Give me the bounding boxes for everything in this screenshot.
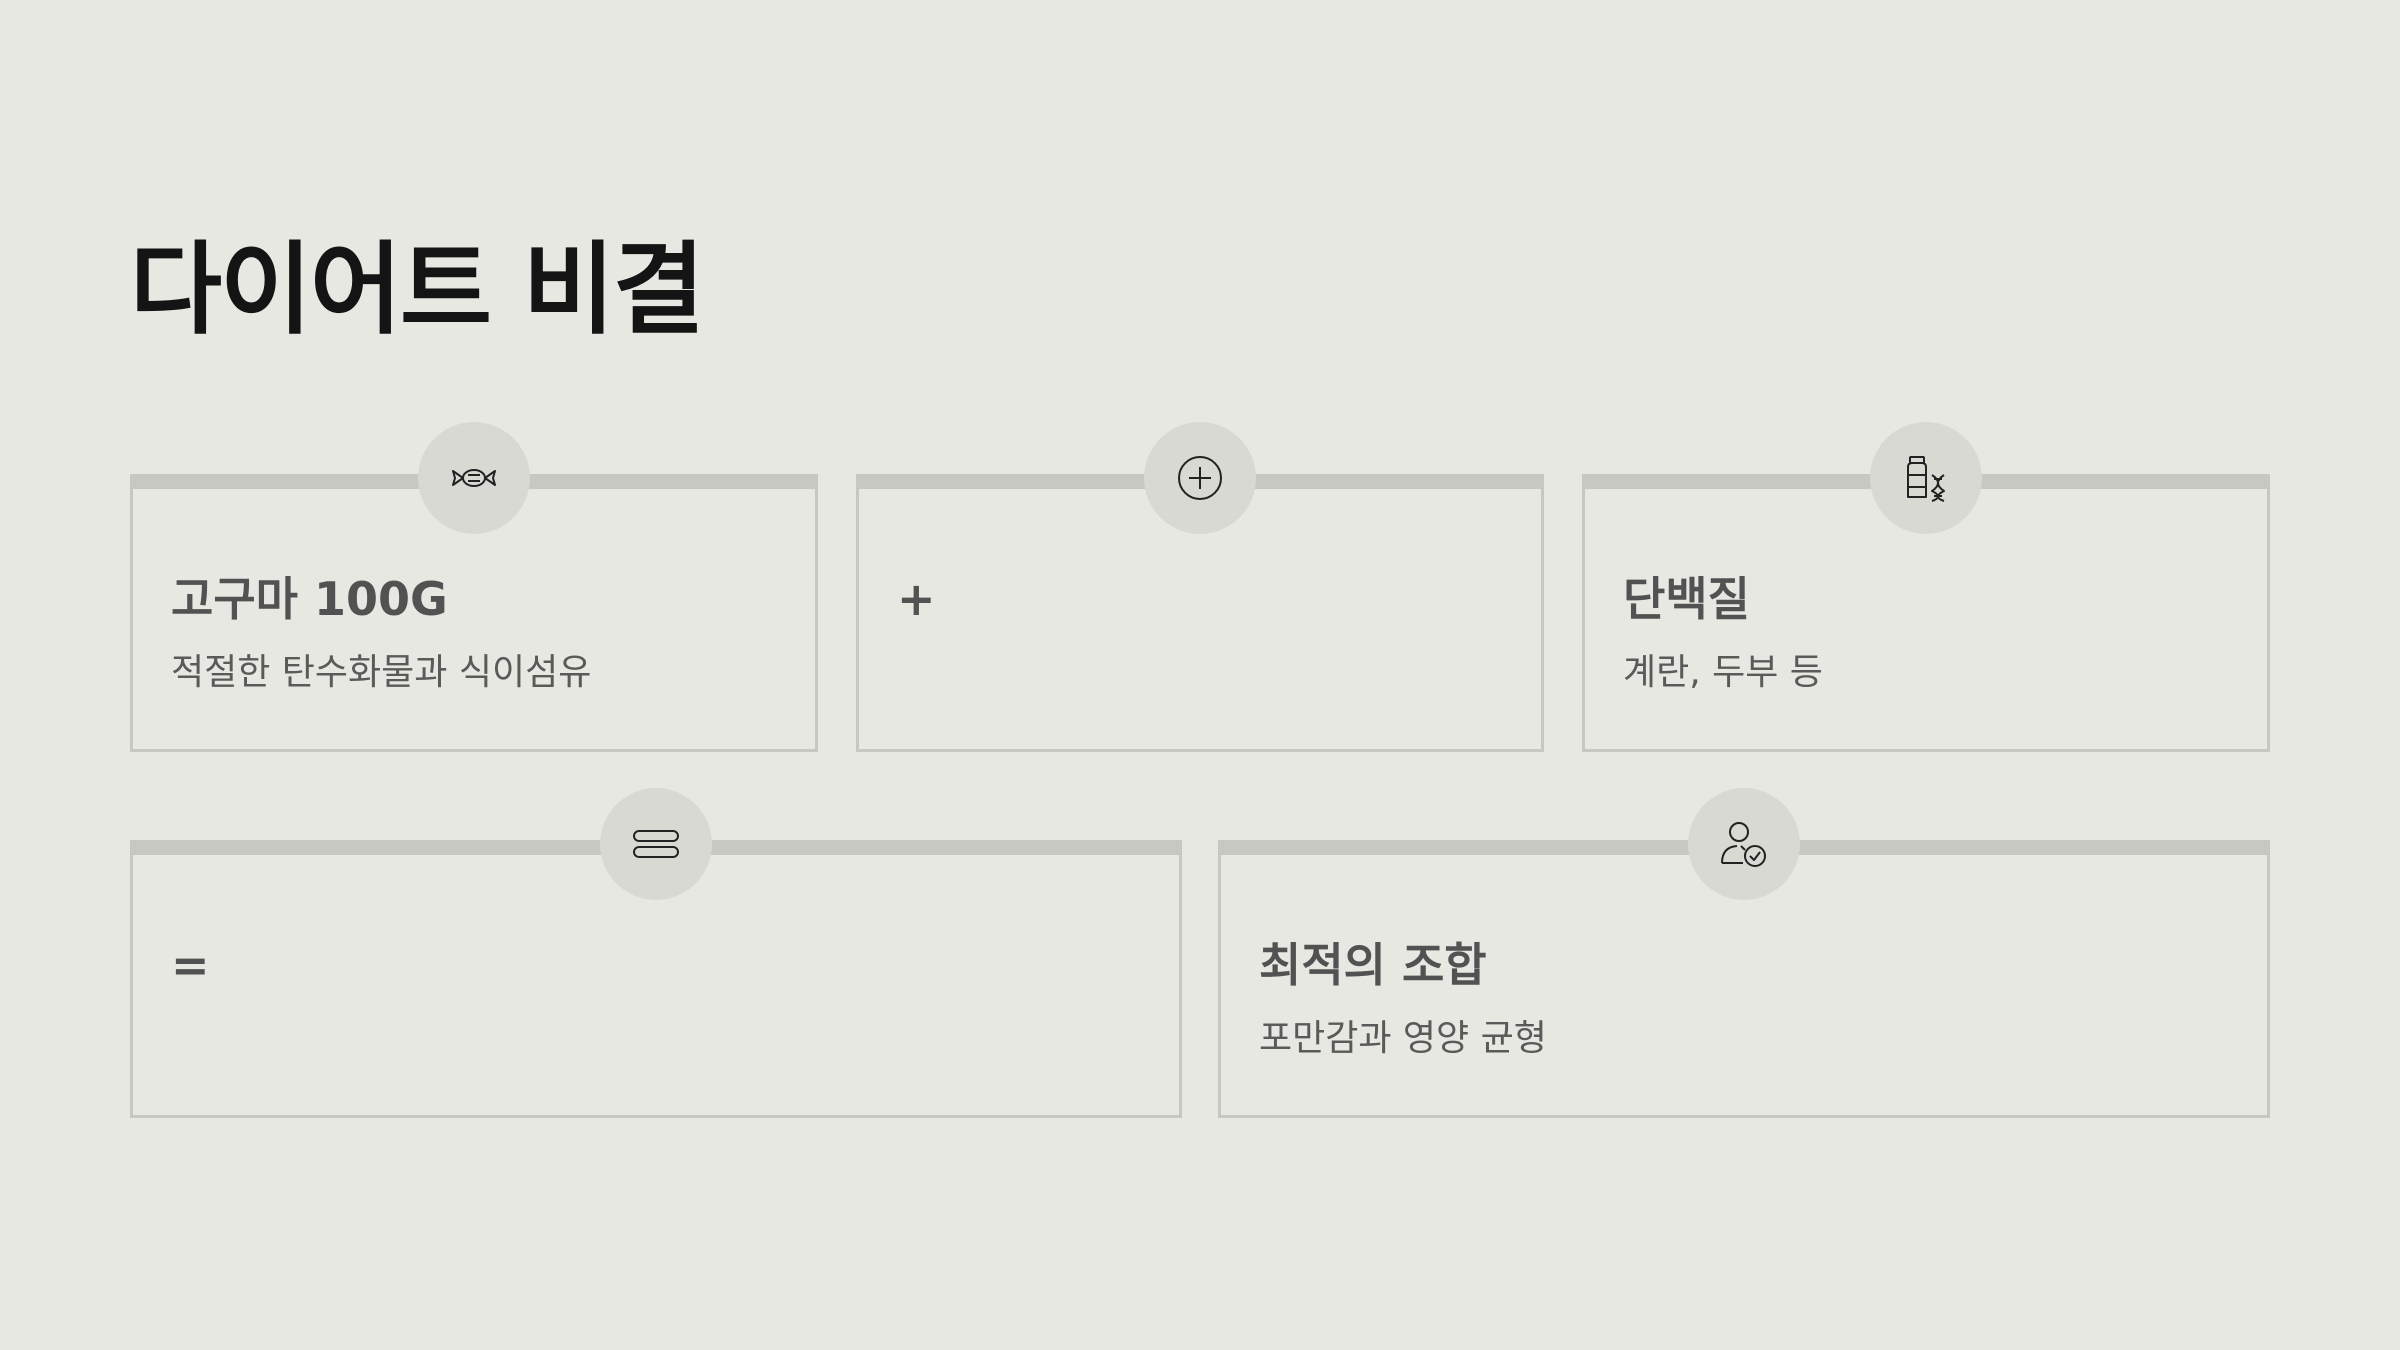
page-title: 다이어트 비결	[130, 231, 705, 348]
user-check-icon	[1721, 822, 1766, 867]
card-heading: 고구마 100G	[171, 572, 448, 626]
user-check-icon-badge	[1688, 788, 1800, 900]
card-heading: +	[897, 572, 936, 626]
supplement-dna-icon-badge	[1870, 422, 1982, 534]
candy-icon	[452, 469, 496, 487]
plus-circle-icon	[1178, 456, 1222, 500]
candy-icon-badge	[418, 422, 530, 534]
card-heading: =	[171, 938, 210, 992]
supplement-dna-icon	[1907, 456, 1945, 502]
equals-icon	[633, 830, 679, 858]
plus-circle-icon-badge	[1144, 422, 1256, 534]
card-heading: 최적의 조합	[1259, 938, 1487, 992]
equals-icon-badge	[600, 788, 712, 900]
card-description: 포만감과 영양 균형	[1259, 1018, 1547, 1059]
card-heading: 단백질	[1623, 572, 1750, 626]
card-description: 적절한 탄수화물과 식이섬유	[171, 652, 592, 693]
card-description: 계란, 두부 등	[1623, 652, 1823, 693]
